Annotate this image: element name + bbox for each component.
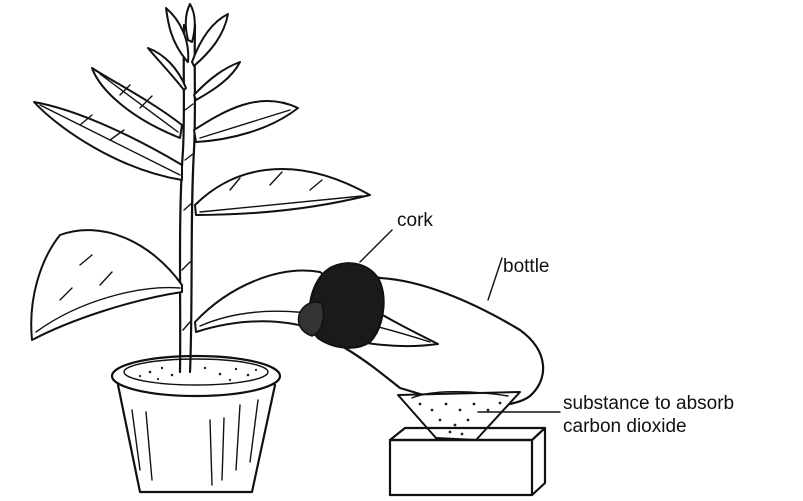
plant-stem [180, 25, 195, 372]
flower-pot [112, 356, 280, 492]
substance-label-line1: substance to absorb [563, 393, 734, 415]
bottle-leader-line [488, 258, 502, 300]
substance-label-line2: carbon dioxide [563, 416, 687, 438]
bottle-label: bottle [503, 256, 549, 278]
cork-leader-line [360, 230, 392, 262]
cork-label: cork [397, 210, 433, 232]
